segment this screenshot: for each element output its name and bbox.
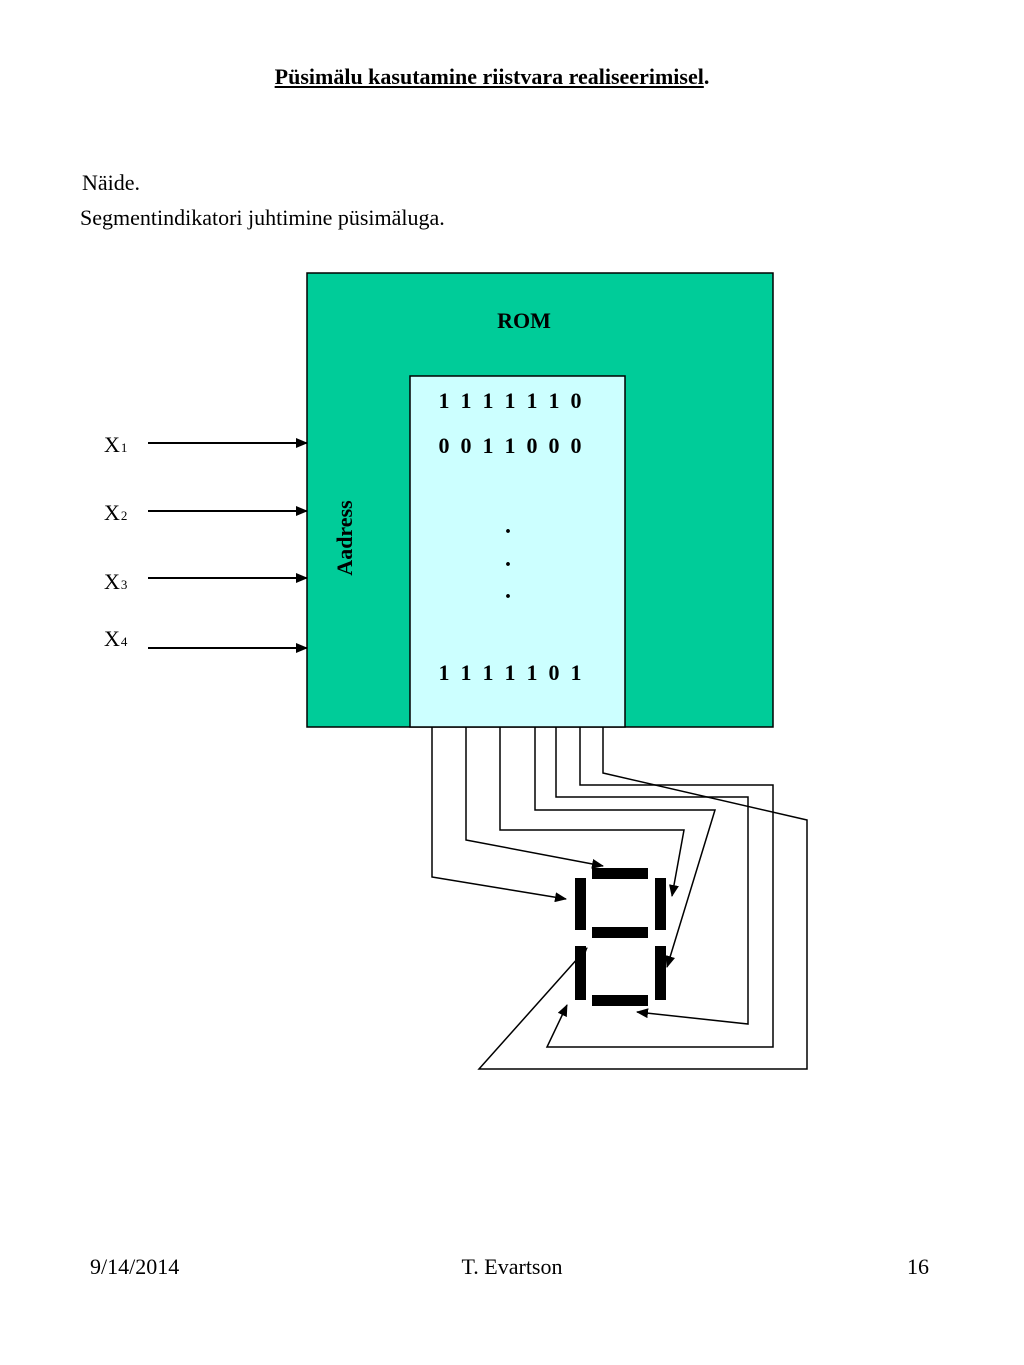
memory-row-2: 0 0 1 1 0 0 0 <box>439 433 582 458</box>
svg-text:X3: X3 <box>104 569 127 594</box>
output-wire-3 <box>499 727 685 897</box>
segment-e <box>575 946 586 1000</box>
intro-line-2: Segmentindikatori juhtimine püsimäluga. <box>80 205 445 230</box>
footer-page-number: 16 <box>907 1254 929 1279</box>
svg-text:X1: X1 <box>104 432 127 457</box>
segment-f <box>575 878 586 930</box>
address-label: Aadress <box>332 500 357 576</box>
output-wire-7 <box>477 727 808 1070</box>
slide-title-period: . <box>703 64 710 89</box>
memory-array <box>409 375 626 728</box>
intro-line-1: Näide. <box>82 170 141 195</box>
input-x2: X2 <box>104 500 308 525</box>
svg-text:X2: X2 <box>104 500 127 525</box>
footer-author: T. Evartson <box>461 1254 563 1279</box>
memory-row-1: 1 1 1 1 1 1 0 <box>439 388 582 413</box>
output-wire-1 <box>431 727 567 903</box>
footer-date: 9/14/2014 <box>90 1254 180 1279</box>
rom-label: ROM <box>497 308 551 333</box>
segment-a <box>592 868 648 879</box>
seven-segment-display <box>575 868 666 1006</box>
output-wire-5 <box>555 727 749 1025</box>
memory-row-last: 1 1 1 1 1 0 1 <box>439 660 582 685</box>
memory-ellipsis-3: . <box>505 578 511 604</box>
memory-ellipsis-1: . <box>505 513 511 539</box>
input-x1: X1 <box>104 432 308 457</box>
input-x3: X3 <box>104 569 308 594</box>
output-wire-6 <box>545 727 774 1048</box>
output-wire-4 <box>534 727 717 968</box>
segment-d <box>592 995 648 1006</box>
slide-title-text: Püsimälu kasutamine riistvara realiseeri… <box>274 64 704 89</box>
input-x4: X4 <box>104 626 308 653</box>
segment-b <box>655 878 666 930</box>
svg-text:X4: X4 <box>104 626 128 651</box>
segment-c <box>655 946 666 1000</box>
slide-title: Püsimälu kasutamine riistvara realiseeri… <box>0 64 984 90</box>
output-wire-2 <box>465 727 604 869</box>
segment-g <box>592 927 648 938</box>
memory-ellipsis-2: . <box>505 546 511 572</box>
